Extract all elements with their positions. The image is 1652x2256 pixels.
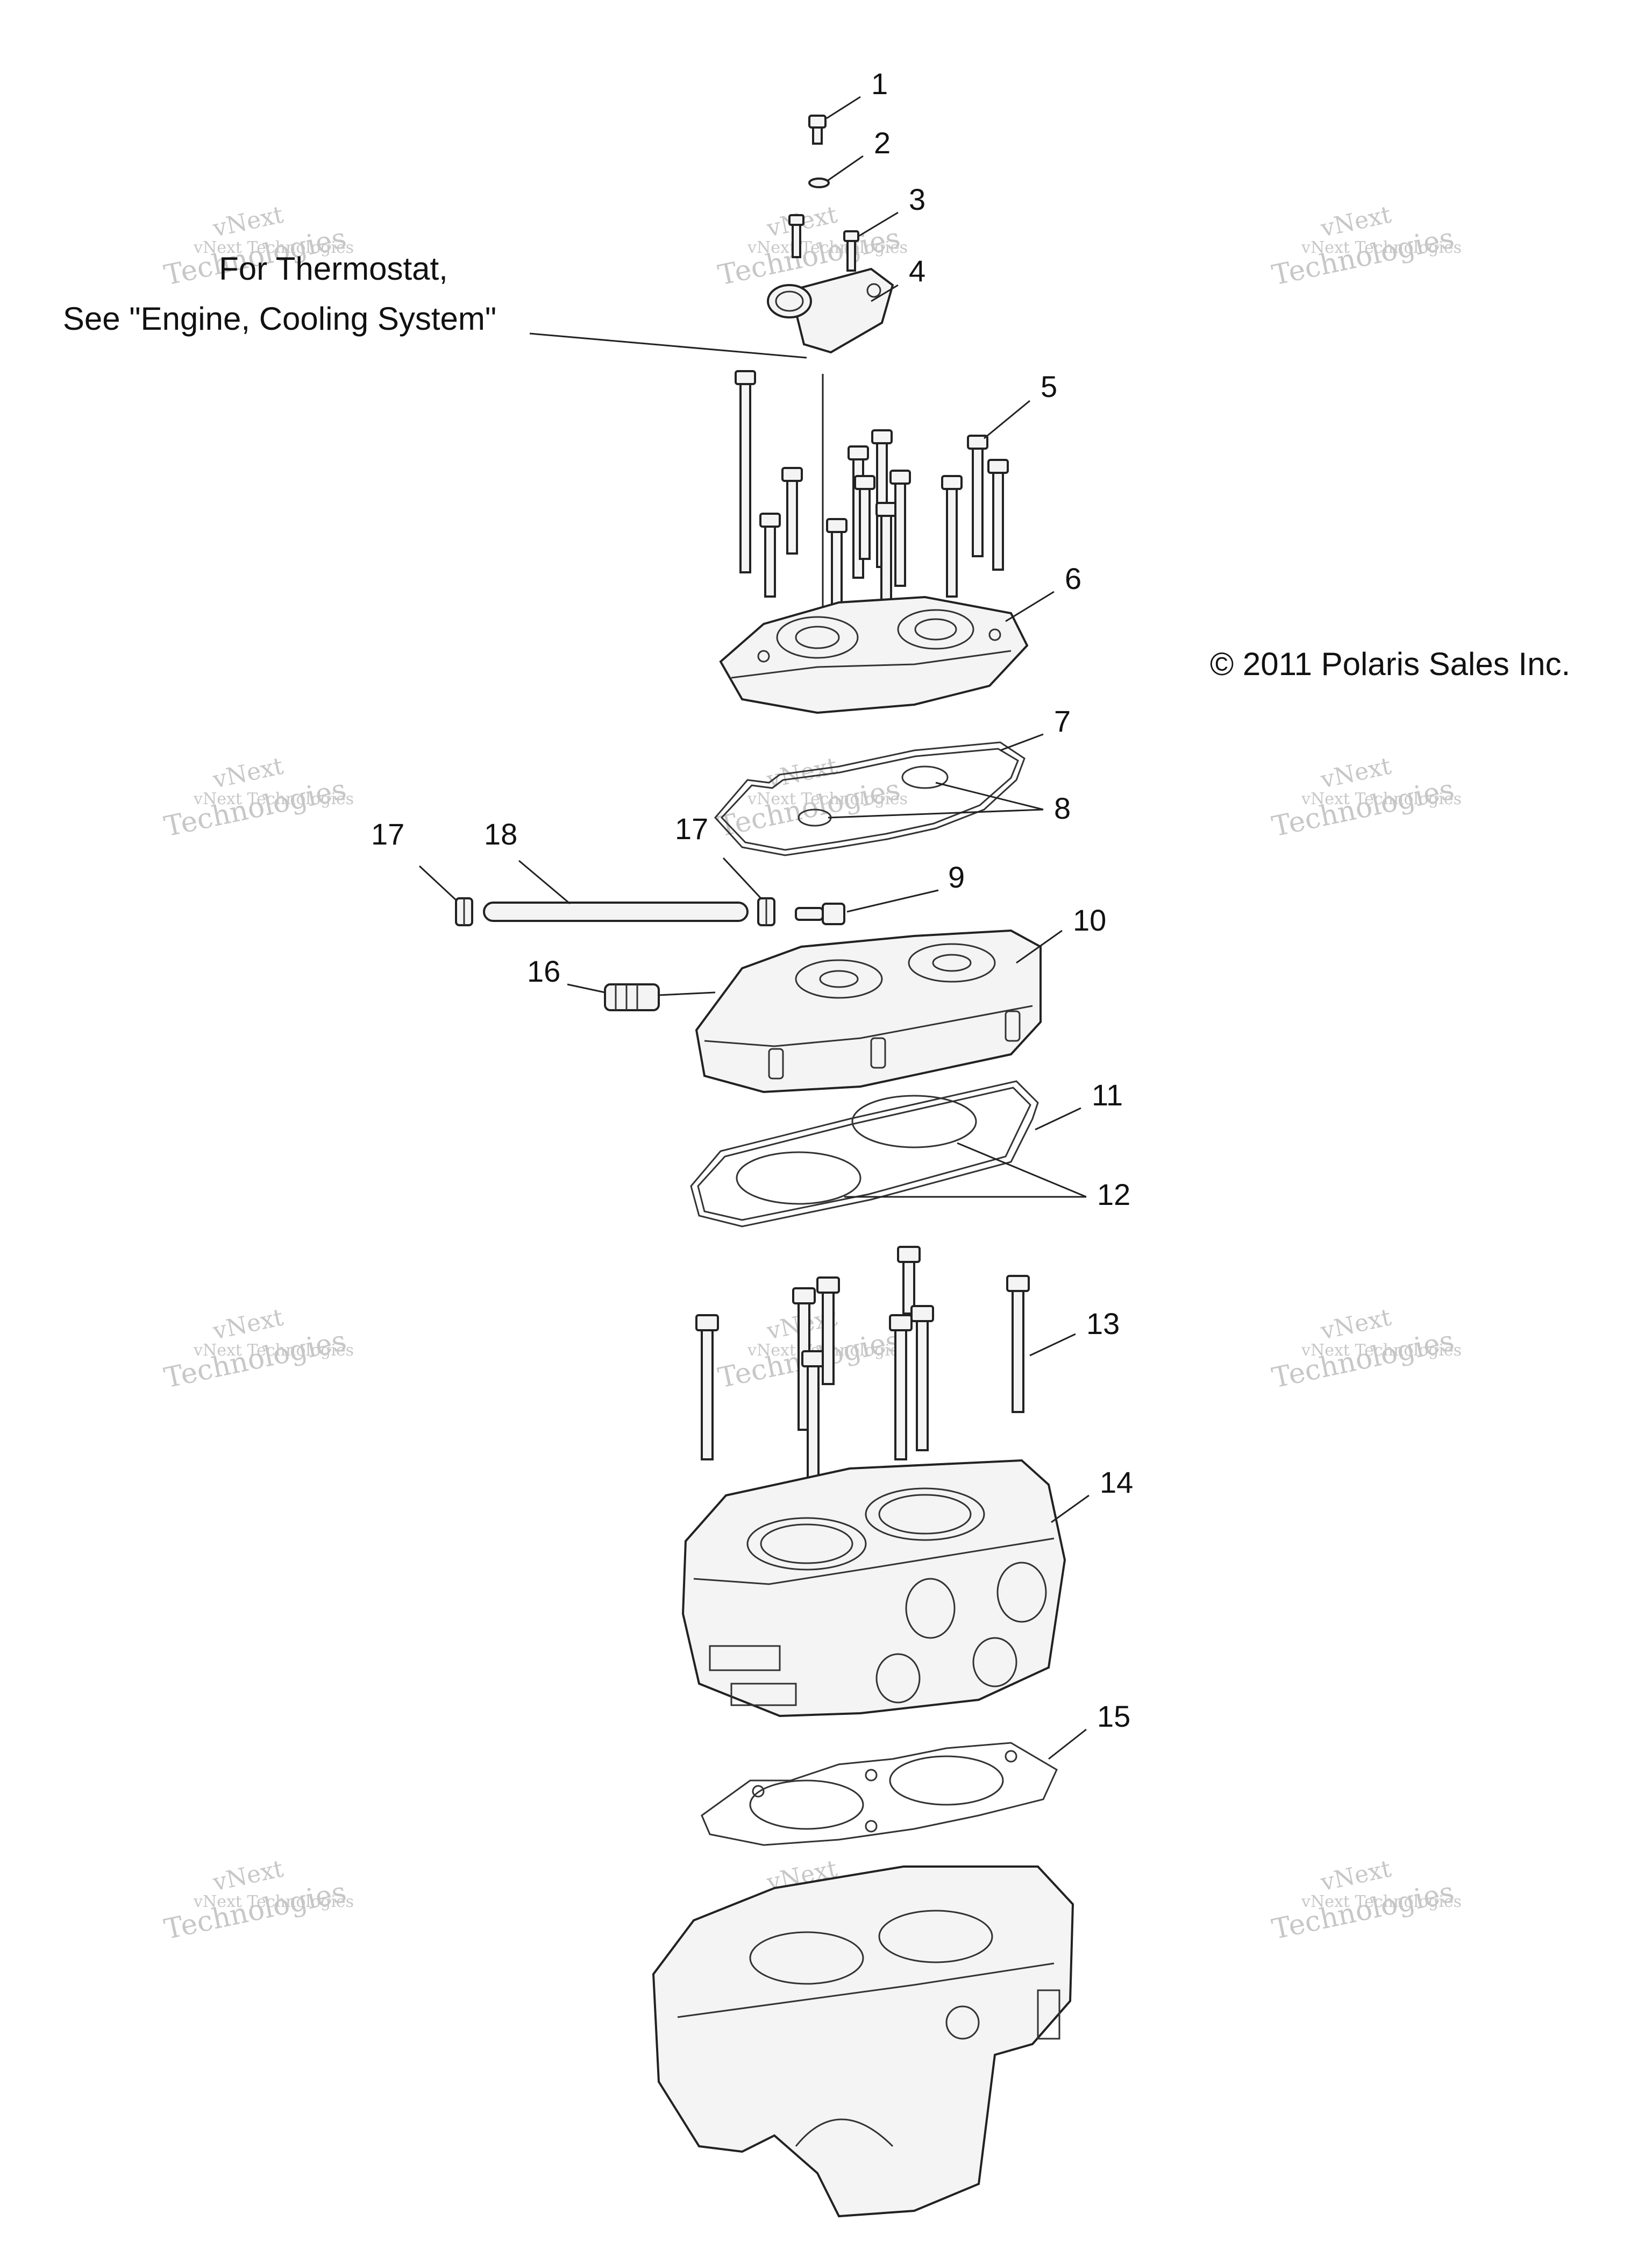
svg-text:vNext Technologies: vNext Technologies bbox=[193, 238, 354, 257]
callout-17-left: 17 bbox=[371, 817, 458, 902]
callout-9: 9 bbox=[846, 860, 965, 913]
svg-text:1: 1 bbox=[871, 67, 888, 101]
callout-17-right: 17 bbox=[675, 812, 762, 899]
part-head-cover-6 bbox=[719, 595, 1029, 714]
watermark: vNext Technologies vNext Technologies bbox=[1269, 201, 1462, 292]
watermark: vNext Technologies vNext Technologies bbox=[1269, 1855, 1462, 1946]
svg-text:9: 9 bbox=[948, 860, 965, 894]
part-cylinder-head-10 bbox=[695, 929, 1042, 1094]
callout-5: 5 bbox=[984, 370, 1057, 439]
part-base-gasket-15 bbox=[701, 1742, 1058, 1846]
svg-text:vNext Technologies: vNext Technologies bbox=[1301, 1341, 1462, 1360]
svg-text:14: 14 bbox=[1100, 1465, 1133, 1499]
svg-text:13: 13 bbox=[1086, 1307, 1120, 1340]
callout-4: 4 bbox=[871, 254, 925, 302]
svg-text:10: 10 bbox=[1073, 903, 1106, 937]
watermark: vNext Technologies vNext Technologies bbox=[715, 752, 908, 843]
part-bolt-1 bbox=[808, 115, 827, 145]
watermark: vNext Technologies vNext Technologies bbox=[161, 752, 354, 843]
svg-text:2: 2 bbox=[874, 126, 891, 160]
svg-text:vNext Technologies: vNext Technologies bbox=[747, 790, 908, 808]
svg-text:17: 17 bbox=[371, 817, 404, 851]
svg-text:15: 15 bbox=[1097, 1699, 1130, 1733]
part-head-gasket-11 bbox=[690, 1080, 1039, 1228]
part-oring-2 bbox=[808, 178, 830, 188]
svg-text:16: 16 bbox=[527, 954, 560, 988]
part-thermostat-housing-4 bbox=[767, 267, 894, 354]
callout-16: 16 bbox=[527, 954, 716, 996]
callout-13: 13 bbox=[1029, 1307, 1120, 1357]
watermark: vNext Technologies vNext Technologies bbox=[1269, 752, 1462, 843]
svg-text:vNext Technologies: vNext Technologies bbox=[1301, 238, 1462, 257]
copyright-text: © 2011 Polaris Sales Inc. bbox=[1210, 646, 1570, 682]
callout-12: 12 bbox=[844, 1142, 1130, 1211]
callout-8: 8 bbox=[828, 782, 1071, 825]
watermark: vNext Technologies vNext Technologies bbox=[161, 1855, 354, 1946]
svg-text:vNext Technologies: vNext Technologies bbox=[193, 1892, 354, 1911]
part-head-cover-bolts-5 bbox=[735, 370, 1009, 614]
callout-6: 6 bbox=[1005, 562, 1081, 622]
thermostat-note-line1: For Thermostat, bbox=[219, 251, 448, 287]
part-hose-fitting-16 bbox=[604, 983, 660, 1011]
thermostat-note-line2: See "Engine, Cooling System" bbox=[63, 301, 496, 337]
callout-11: 11 bbox=[1035, 1078, 1123, 1131]
part-cylinder-14 bbox=[681, 1459, 1066, 1718]
svg-text:8: 8 bbox=[1054, 791, 1071, 825]
part-fitting-9 bbox=[795, 903, 845, 925]
part-clamp-17-right bbox=[757, 897, 775, 926]
callouts: 1 2 3 4 5 6 7 8 bbox=[371, 67, 1133, 1760]
watermark: vNext Technologies vNext Technologies bbox=[1269, 1303, 1462, 1394]
svg-text:17: 17 bbox=[675, 812, 708, 846]
callout-2: 2 bbox=[828, 126, 891, 181]
part-cylinder-bolts-13 bbox=[695, 1246, 1030, 1491]
callout-18: 18 bbox=[484, 817, 571, 905]
part-hose-18 bbox=[483, 902, 749, 922]
svg-text:vNext Technologies: vNext Technologies bbox=[1301, 1892, 1462, 1911]
callout-15: 15 bbox=[1048, 1699, 1130, 1760]
svg-text:18: 18 bbox=[484, 817, 517, 851]
svg-text:vNext Technologies: vNext Technologies bbox=[1301, 790, 1462, 808]
svg-text:vNext Technologies: vNext Technologies bbox=[193, 790, 354, 808]
svg-text:vNext Technologies: vNext Technologies bbox=[747, 238, 908, 257]
part-combustion-rings-12 bbox=[736, 1095, 977, 1205]
callout-1: 1 bbox=[826, 67, 888, 119]
svg-text:6: 6 bbox=[1065, 562, 1081, 595]
svg-text:5: 5 bbox=[1041, 370, 1057, 403]
svg-text:12: 12 bbox=[1097, 1177, 1130, 1211]
watermark: vNext Technologies vNext Technologies bbox=[161, 1303, 354, 1394]
part-bolts-3 bbox=[788, 214, 859, 272]
part-cover-gasket-7 bbox=[714, 741, 1026, 856]
callout-10: 10 bbox=[1016, 903, 1106, 964]
part-clamp-17-left bbox=[455, 897, 473, 926]
svg-text:vNext Technologies: vNext Technologies bbox=[193, 1341, 354, 1360]
svg-text:3: 3 bbox=[909, 182, 925, 216]
svg-text:4: 4 bbox=[909, 254, 925, 288]
callout-7: 7 bbox=[1000, 704, 1071, 751]
callout-3: 3 bbox=[857, 182, 925, 238]
part-crankcase bbox=[652, 1865, 1074, 2218]
thermostat-note-leader bbox=[529, 332, 807, 359]
callout-14: 14 bbox=[1051, 1465, 1133, 1523]
svg-text:7: 7 bbox=[1054, 704, 1071, 738]
svg-text:11: 11 bbox=[1092, 1078, 1123, 1112]
